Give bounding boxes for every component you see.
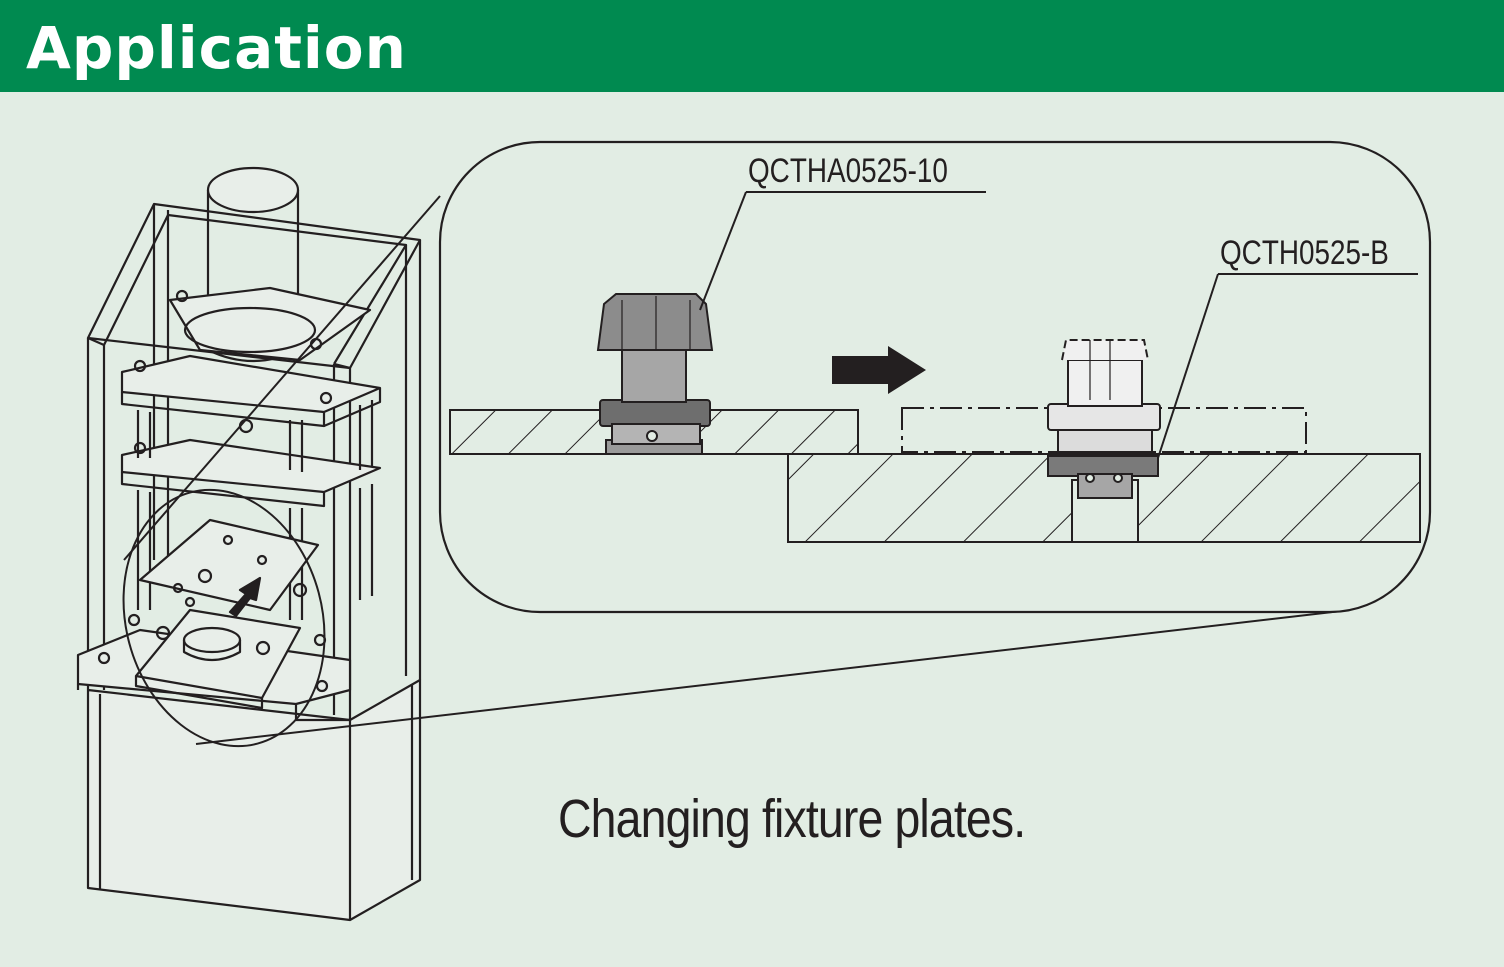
part-label-qctha0525-10: QCTHA0525-10 [748, 152, 948, 190]
move-arrow [832, 346, 926, 394]
knob-qctha [596, 293, 714, 455]
knob-installed [1047, 339, 1161, 499]
page-title: Application [26, 14, 407, 82]
diagram-caption: Changing fixture plates. [558, 789, 1026, 849]
part-label-qcth0525-b: QCTH0525-B [1220, 234, 1389, 272]
press-machine [76, 166, 422, 922]
header-bar: Application [0, 0, 1504, 92]
zoom-lines [123, 195, 1351, 745]
